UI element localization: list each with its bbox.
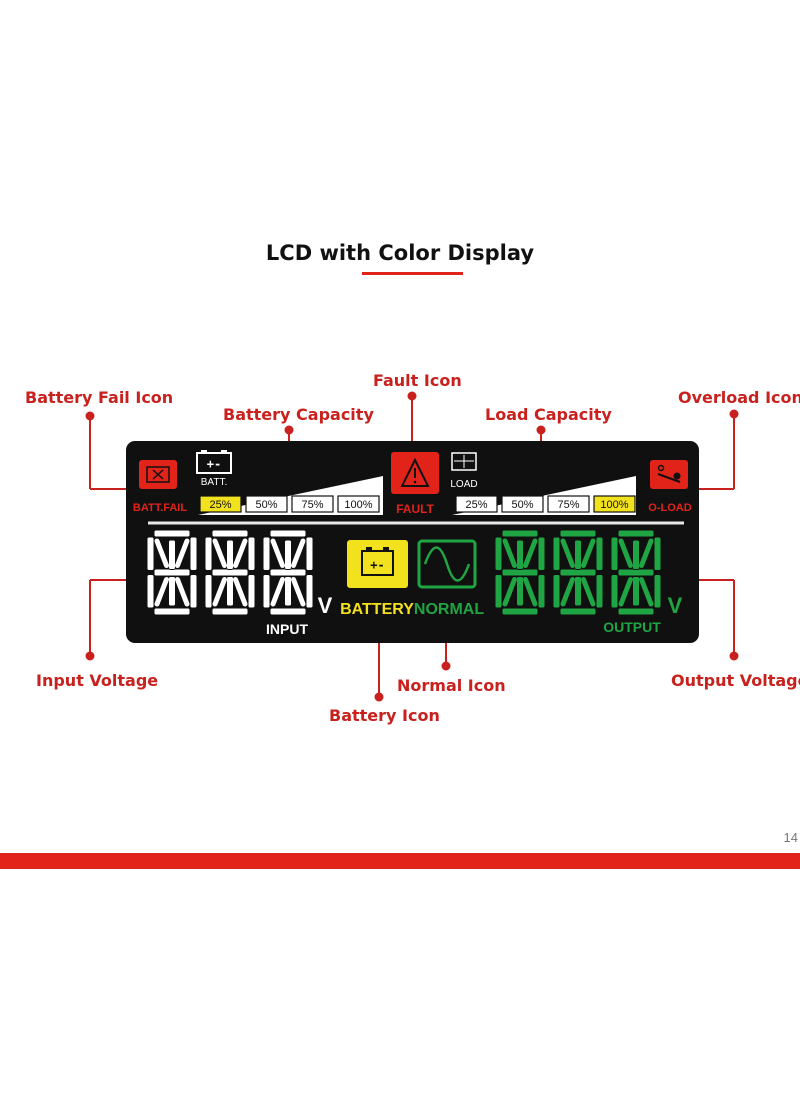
callout-battery-fail: Battery Fail Icon [25,388,174,407]
battery-capacity-level-label: 100% [344,499,372,511]
battery-mode-icon [347,540,408,588]
battery-capacity-cell-1: 25% [199,495,242,513]
load-capacity-level-label: 50% [511,499,533,511]
battery-capacity-level-label: 50% [255,499,277,511]
input-digit-1 [146,529,198,616]
load-capacity-bar: 25% 50% 75% 100% [455,495,636,513]
page-title: LCD with Color Display [265,241,535,265]
load-capacity-cell-4: 100% [593,495,636,513]
callout-fault: Fault Icon [373,371,462,390]
load-capacity-wedge [452,476,636,515]
load-icon [451,452,477,471]
input-volt-unit: V [318,593,333,618]
battery-capacity-cell-2: 50% [245,495,288,513]
battery-fail-icon [139,460,177,489]
page-number: 14 [783,830,798,845]
battery-capacity-wedge [198,476,383,515]
battery-capacity-cell-3: 75% [291,495,334,513]
overload-icon [650,460,688,489]
battery-capacity-bar: 25% 50% 75% 100% [199,495,380,513]
load-capacity-level-label: 100% [600,499,628,511]
output-voltage-digits [494,529,662,616]
load-capacity-cell-1: 25% [455,495,498,513]
battery-mode-symbol: +- [370,558,384,572]
input-voltage-digits [146,529,314,616]
batt-fail-label: BATT.FAIL [133,502,187,514]
callout-battery-capacity: Battery Capacity [223,405,374,424]
load-label: LOAD [450,479,477,490]
footer-bar [0,853,800,869]
callout-output-voltage: Output Voltage [671,671,800,690]
callout-normal: Normal Icon [397,676,506,695]
leader-lines [85,391,739,702]
input-label: INPUT [266,621,308,637]
output-digit-2 [552,529,604,616]
normal-mode-label: NORMAL [414,601,484,618]
fault-label: FAULT [396,502,434,516]
load-capacity-cell-3: 75% [547,495,590,513]
output-label: OUTPUT [603,619,661,635]
load-capacity-cell-2: 50% [501,495,544,513]
overload-label: O-LOAD [648,502,691,514]
battery-capacity-level-label: 25% [209,499,231,511]
battery-capacity-level-label: 75% [301,499,323,511]
load-capacity-level-label: 25% [465,499,487,511]
callout-load-capacity: Load Capacity [485,405,612,424]
fault-icon [391,452,439,494]
normal-mode-icon [417,539,477,589]
output-volt-unit: V [668,593,683,618]
title-underline [362,272,463,275]
output-digit-1 [494,529,546,616]
output-digit-3 [610,529,662,616]
callout-overload: Overload Icon [678,388,800,407]
battery-mode-label: BATTERY [340,601,414,618]
battery-symbol: +- [207,457,221,471]
load-capacity-level-label: 75% [557,499,579,511]
input-digit-2 [204,529,256,616]
batt-capacity-icon [196,450,232,474]
callout-battery: Battery Icon [329,706,440,725]
battery-capacity-cell-4: 100% [337,495,380,513]
callout-input-voltage: Input Voltage [36,671,159,690]
batt-label: BATT. [201,477,227,488]
input-digit-3 [262,529,314,616]
